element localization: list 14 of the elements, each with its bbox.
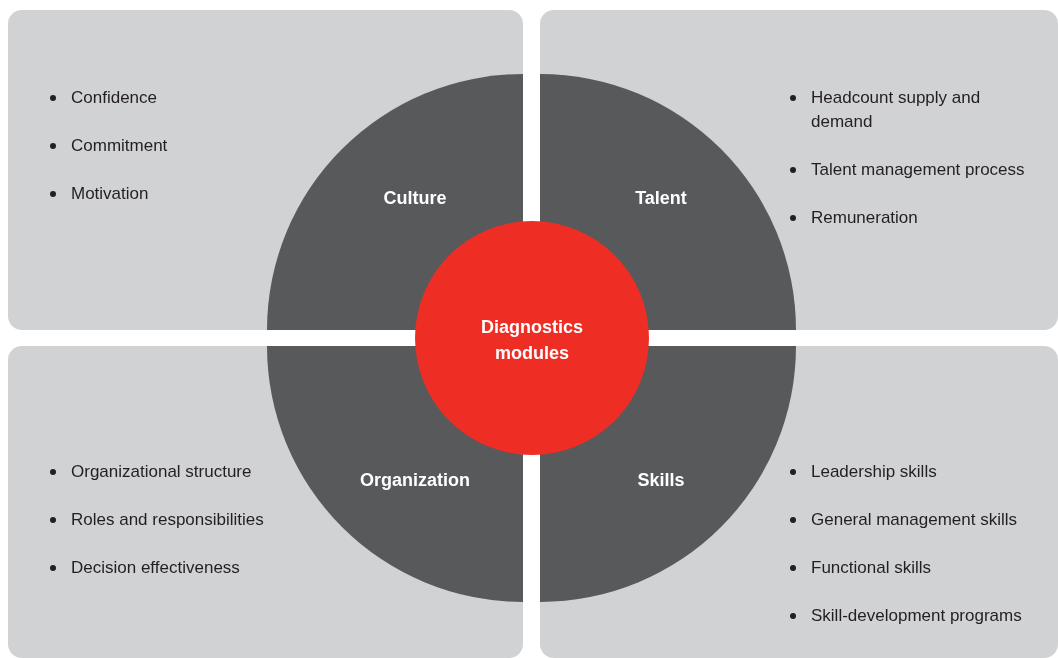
sector-label: Culture	[383, 187, 447, 209]
bullet-item: Skill-development programs	[790, 604, 1058, 628]
sector-label: Talent	[635, 187, 687, 209]
bullet-item: Remuneration	[790, 206, 1040, 230]
bullet-item: Functional skills	[790, 556, 1058, 580]
sector-label: Skills	[637, 469, 685, 491]
bullet-item: Talent management process	[790, 158, 1040, 182]
bullet-item: Leadership skills	[790, 460, 1058, 484]
circle-label: Diagnostics modules	[480, 316, 584, 365]
sector-label: Organization	[360, 469, 470, 491]
bullet-item: Headcount supply and demand	[790, 86, 1040, 134]
bullet-item: Confidence	[50, 86, 350, 110]
bullet-item: General management skills	[790, 508, 1058, 532]
bullet-item: Decision effectiveness	[50, 556, 350, 580]
